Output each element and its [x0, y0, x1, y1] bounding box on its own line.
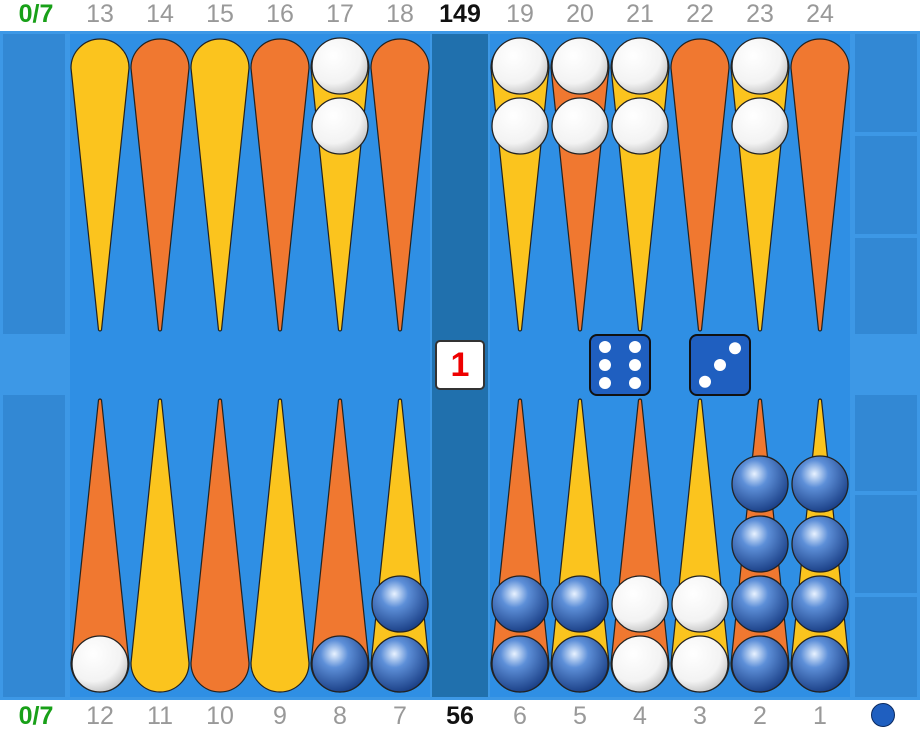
left-tray-top [3, 34, 65, 334]
die-pip [599, 341, 611, 353]
blue-checker[interactable] [731, 635, 789, 693]
white-checker[interactable] [611, 575, 669, 633]
bearoff-slot[interactable] [855, 597, 917, 697]
point-label-4: 4 [633, 702, 647, 730]
point-label-19: 19 [506, 0, 534, 28]
white-checker[interactable] [491, 97, 549, 155]
bearoff-slot[interactable] [855, 238, 917, 334]
point-label-15: 15 [206, 0, 234, 28]
white-checker[interactable] [731, 37, 789, 95]
point-label-16: 16 [266, 0, 294, 28]
white-checker[interactable] [71, 635, 129, 693]
white-checker[interactable] [671, 575, 729, 633]
point-9[interactable] [250, 398, 310, 693]
die-2[interactable] [689, 334, 751, 396]
point-label-22: 22 [686, 0, 714, 28]
left-tray-bottom [3, 395, 65, 697]
blue-checker[interactable] [791, 635, 849, 693]
blue-checker[interactable] [371, 575, 429, 633]
point-label-7: 7 [393, 702, 407, 730]
point-label-5: 5 [573, 702, 587, 730]
doubling-cube[interactable]: 1 [435, 340, 485, 390]
blue-checker[interactable] [551, 575, 609, 633]
blue-checker[interactable] [791, 455, 849, 513]
blue-checker[interactable] [731, 575, 789, 633]
point-18[interactable] [370, 38, 430, 332]
point-label-14: 14 [146, 0, 174, 28]
die-pip [714, 359, 726, 371]
point-13[interactable] [70, 38, 130, 332]
point-label-18: 18 [386, 0, 414, 28]
point-22[interactable] [670, 38, 730, 332]
bearoff-slot[interactable] [855, 495, 917, 593]
point-label-20: 20 [566, 0, 594, 28]
die-pip [729, 342, 741, 355]
white-checker[interactable] [731, 97, 789, 155]
white-checker[interactable] [671, 635, 729, 693]
blue-checker[interactable] [551, 635, 609, 693]
white-checker[interactable] [491, 37, 549, 95]
white-checker[interactable] [311, 37, 369, 95]
die-pip [599, 377, 611, 389]
white-checker[interactable] [311, 97, 369, 155]
point-label-6: 6 [513, 702, 527, 730]
turn-indicator [871, 703, 895, 727]
point-label-11: 11 [147, 702, 173, 730]
point-label-1: 1 [813, 702, 827, 730]
blue-checker[interactable] [311, 635, 369, 693]
home-board [490, 34, 850, 697]
point-label-12: 12 [86, 702, 114, 730]
bearoff-slot[interactable] [855, 136, 917, 234]
point-label-17: 17 [326, 0, 354, 28]
die-pip [629, 377, 641, 389]
white-checker[interactable] [611, 37, 669, 95]
white-checker[interactable] [611, 635, 669, 693]
bottom-score: 0/7 [18, 702, 54, 730]
blue-checker[interactable] [491, 635, 549, 693]
point-16[interactable] [250, 38, 310, 332]
point-label-9: 9 [273, 702, 287, 730]
point-10[interactable] [190, 398, 250, 693]
blue-checker[interactable] [491, 575, 549, 633]
die-pip [699, 375, 711, 388]
bottom-pip-count: 56 [446, 702, 474, 730]
point-label-10: 10 [206, 702, 234, 730]
bearoff-slot[interactable] [855, 34, 917, 132]
blue-checker[interactable] [791, 515, 849, 573]
point-label-24: 24 [806, 0, 834, 28]
blue-checker[interactable] [791, 575, 849, 633]
die-pip [629, 359, 641, 371]
point-label-2: 2 [753, 702, 767, 730]
white-checker[interactable] [611, 97, 669, 155]
bearoff-slot[interactable] [855, 395, 917, 491]
point-label-3: 3 [693, 702, 707, 730]
blue-checker[interactable] [731, 455, 789, 513]
point-label-13: 13 [86, 0, 114, 28]
white-checker[interactable] [551, 37, 609, 95]
outer-board [70, 34, 430, 697]
top-score: 0/7 [18, 0, 54, 28]
die-pip [599, 359, 611, 371]
white-checker[interactable] [551, 97, 609, 155]
point-14[interactable] [130, 38, 190, 332]
point-label-23: 23 [746, 0, 774, 28]
blue-checker[interactable] [371, 635, 429, 693]
blue-checker[interactable] [731, 515, 789, 573]
point-label-21: 21 [626, 0, 654, 28]
point-11[interactable] [130, 398, 190, 693]
top-pip-count: 149 [439, 0, 481, 28]
point-24[interactable] [790, 38, 850, 332]
point-15[interactable] [190, 38, 250, 332]
die-pip [629, 341, 641, 353]
die-1[interactable] [589, 334, 651, 396]
point-label-8: 8 [333, 702, 347, 730]
